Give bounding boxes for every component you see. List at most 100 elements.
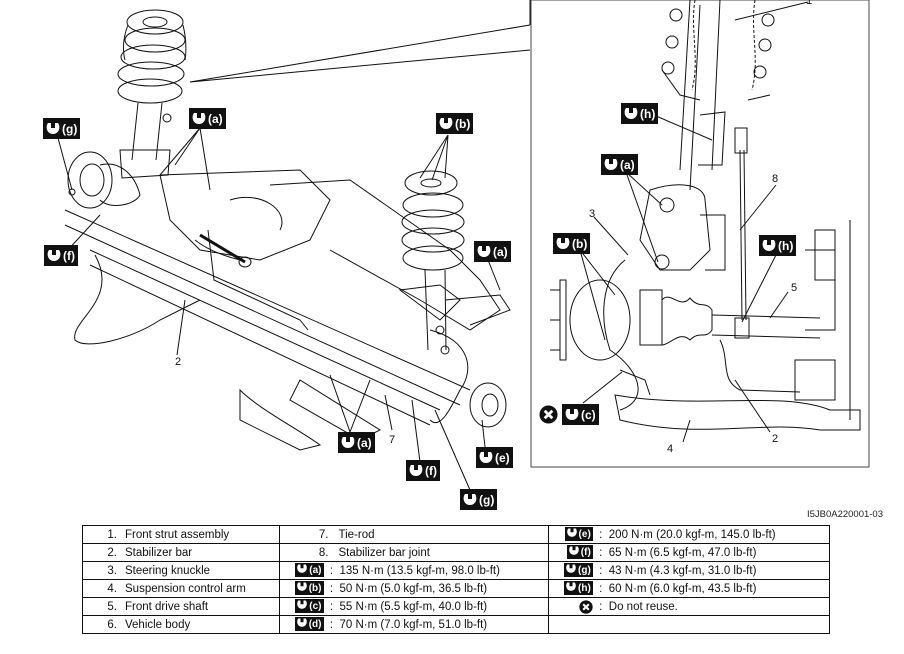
- legend-row: 4.Suspension control arm(b):50 N·m (5.0 …: [82, 579, 831, 598]
- torque-callout-b: (b): [436, 113, 474, 134]
- legend-part-cell: 5. Front drive shaft: [82, 597, 280, 616]
- wrench-torque-icon: [438, 116, 454, 132]
- right-strut-spring: [398, 170, 511, 351]
- wrench-torque-icon: [564, 407, 580, 423]
- part-name: Vehicle body: [125, 618, 191, 631]
- wrench-torque-icon: [340, 435, 356, 451]
- inset-hub: [550, 279, 663, 361]
- legend-part-cell: 6.Vehicle body: [82, 615, 280, 634]
- torque-callout-e: (e): [476, 447, 513, 468]
- wrench-torque-icon: [478, 450, 494, 466]
- torque-callout-h: (h): [621, 103, 659, 124]
- legend-torque-cell: (h):60 N·m (6.0 kgf-m, 43.5 lb-ft): [547, 579, 831, 598]
- torque-value: 65 N·m (6.5 kgf-m, 47.0 lb-ft): [608, 546, 757, 559]
- torque-callout-f: (f): [406, 460, 440, 481]
- torque-value: 200 N·m (20.0 kgf-m, 145.0 lb-ft): [608, 528, 776, 541]
- do-not-reuse-icon: [579, 599, 593, 614]
- wrench-torque-icon: [761, 238, 777, 254]
- wrench-torque-icon: [296, 581, 309, 596]
- part-number-8: 8: [772, 173, 779, 185]
- part-name: Stabilizer bar joint: [338, 546, 430, 559]
- part-number-5: 5: [791, 282, 798, 294]
- torque-callout-g: (g): [43, 118, 81, 139]
- legend-torque-cell: (c):55 N·m (5.5 kgf-m, 40.0 lb-ft): [278, 597, 549, 616]
- torque-value: 50 N·m (5.0 kgf-m, 36.5 lb-ft): [339, 582, 488, 595]
- torque-callout-h: (h): [759, 235, 797, 256]
- legend-part-cell: 7.Tie-rod: [278, 525, 549, 544]
- wrench-torque-icon: [565, 581, 578, 596]
- inset-strut: [661, 0, 775, 191]
- wrench-torque-icon: [191, 111, 207, 127]
- legend-part-cell: 8.Stabilizer bar joint: [278, 543, 549, 562]
- part-number-2: 2: [175, 356, 182, 368]
- inset-control-arm: [614, 339, 861, 431]
- right-hub: [429, 325, 507, 428]
- wrench-torque-icon: [296, 563, 309, 578]
- torque-callout-a: (a): [474, 241, 511, 262]
- part-name: Front drive shaft: [125, 600, 209, 613]
- legend-part-cell: 3.Steering knuckle: [82, 561, 280, 580]
- wrench-torque-icon: [603, 157, 619, 173]
- subframe: [64, 169, 501, 451]
- torque-badge: (a): [295, 563, 324, 578]
- torque-callout-f: (f): [44, 245, 78, 266]
- figure-reference-code: I5JB0A220001-03: [806, 509, 883, 520]
- part-number-1: 1: [806, 0, 813, 7]
- torque-badge: (c): [295, 599, 324, 614]
- part-name: Front strut assembly: [125, 528, 230, 541]
- wrench-torque-icon: [565, 563, 578, 578]
- torque-value: 55 N·m (5.5 kgf-m, 40.0 lb-ft): [339, 600, 488, 613]
- legend-row: 6.Vehicle body(d):70 N·m (7.0 kgf-m, 51.…: [82, 615, 831, 634]
- leader-lines-main: [57, 127, 501, 491]
- legend-do-not-reuse-cell: :Do not reuse.: [547, 597, 831, 616]
- part-name: Tie-rod: [338, 528, 375, 541]
- inset-drive-shaft: [661, 220, 851, 420]
- wrench-torque-icon: [476, 244, 492, 260]
- torque-callout-b: (b): [553, 233, 591, 254]
- wrench-torque-icon: [568, 545, 581, 560]
- part-name: Stabilizer bar: [125, 546, 193, 559]
- legend-empty-cell: [547, 615, 831, 634]
- left-strut-spring: [117, 9, 187, 179]
- legend-part-cell: 2.Stabilizer bar: [82, 543, 280, 562]
- torque-badge: (g): [564, 563, 593, 578]
- torque-callout-a: (a): [601, 154, 638, 175]
- part-number-2: 2: [772, 433, 779, 445]
- torque-badge: (f): [566, 545, 593, 560]
- wrench-torque-icon: [566, 527, 579, 542]
- legend-part-cell: 4.Suspension control arm: [82, 579, 280, 598]
- wrench-torque-icon: [45, 121, 61, 137]
- do-not-reuse-text: Do not reuse.: [608, 600, 678, 613]
- wrench-torque-icon: [623, 106, 639, 122]
- torque-value: 135 N·m (13.5 kgf-m, 98.0 lb-ft): [339, 564, 500, 577]
- legend-torque-cell: (a):135 N·m (13.5 kgf-m, 98.0 lb-ft): [278, 561, 549, 580]
- inset-frame: [530, 0, 870, 468]
- part-name: Steering knuckle: [125, 564, 211, 577]
- torque-badge: (h): [564, 581, 593, 596]
- torque-callout-c: (c): [562, 404, 599, 425]
- inset-leader-lines: [189, 0, 531, 83]
- suspension-diagram: [57, 0, 870, 491]
- torque-badge: (d): [294, 617, 324, 632]
- torque-value: 43 N·m (4.3 kgf-m, 31.0 lb-ft): [608, 564, 757, 577]
- torque-callout-g: (g): [460, 489, 498, 510]
- part-name: Suspension control arm: [125, 582, 246, 595]
- legend-torque-cell: (e):200 N·m (20.0 kgf-m, 145.0 lb-ft): [547, 525, 831, 544]
- legend-torque-cell: (d):70 N·m (7.0 kgf-m, 51.0 lb-ft): [278, 615, 549, 634]
- torque-value: 70 N·m (7.0 kgf-m, 51.0 lb-ft): [339, 618, 488, 631]
- leader-lines-inset: [579, 1, 809, 443]
- left-hub: [67, 151, 141, 209]
- legend-row: 5. Front drive shaft(c):55 N·m (5.5 kgf-…: [82, 597, 831, 616]
- wrench-torque-icon: [408, 463, 424, 479]
- legend-torque-cell: (b):50 N·m (5.0 kgf-m, 36.5 lb-ft): [278, 579, 549, 598]
- torque-badge: (b): [294, 581, 324, 596]
- part-number-7: 7: [389, 434, 396, 446]
- wrench-torque-icon: [46, 248, 62, 264]
- legend-part-cell: 1.Front strut assembly: [82, 525, 280, 544]
- torque-callout-a: (a): [189, 108, 226, 129]
- wrench-torque-icon: [296, 617, 309, 632]
- torque-callout-a: (a): [338, 432, 375, 453]
- do-not-reuse-icon: [539, 405, 558, 424]
